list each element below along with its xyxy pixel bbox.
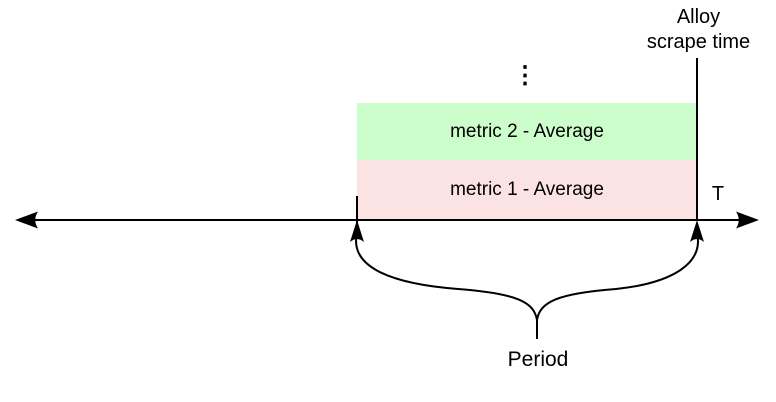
period-brace-left-curve [355, 232, 538, 339]
metric1-average-box: metric 1 - Average [357, 160, 697, 219]
scrape-time-label-line1: Alloy [676, 6, 721, 28]
metric1-average-label: metric 1 - Average [450, 178, 604, 200]
timeline-arrow-right-icon [736, 211, 759, 229]
time-axis-label: T [711, 183, 725, 205]
timeline-arrow-left-icon [15, 211, 38, 229]
scrape-time-label-line2: scrape time [646, 31, 751, 53]
scrape-time-label: Alloy scrape time [616, 5, 776, 55]
period-brace-arrow-left-icon [350, 220, 364, 242]
period-brace-arrow-right-icon [690, 220, 704, 242]
more-metrics-ellipsis: ⋮ [513, 62, 537, 89]
period-brace-right-curve [536, 232, 699, 321]
metric2-average-box: metric 2 - Average [357, 103, 697, 160]
period-label: Period [507, 348, 569, 371]
metric2-average-label: metric 2 - Average [450, 120, 604, 142]
